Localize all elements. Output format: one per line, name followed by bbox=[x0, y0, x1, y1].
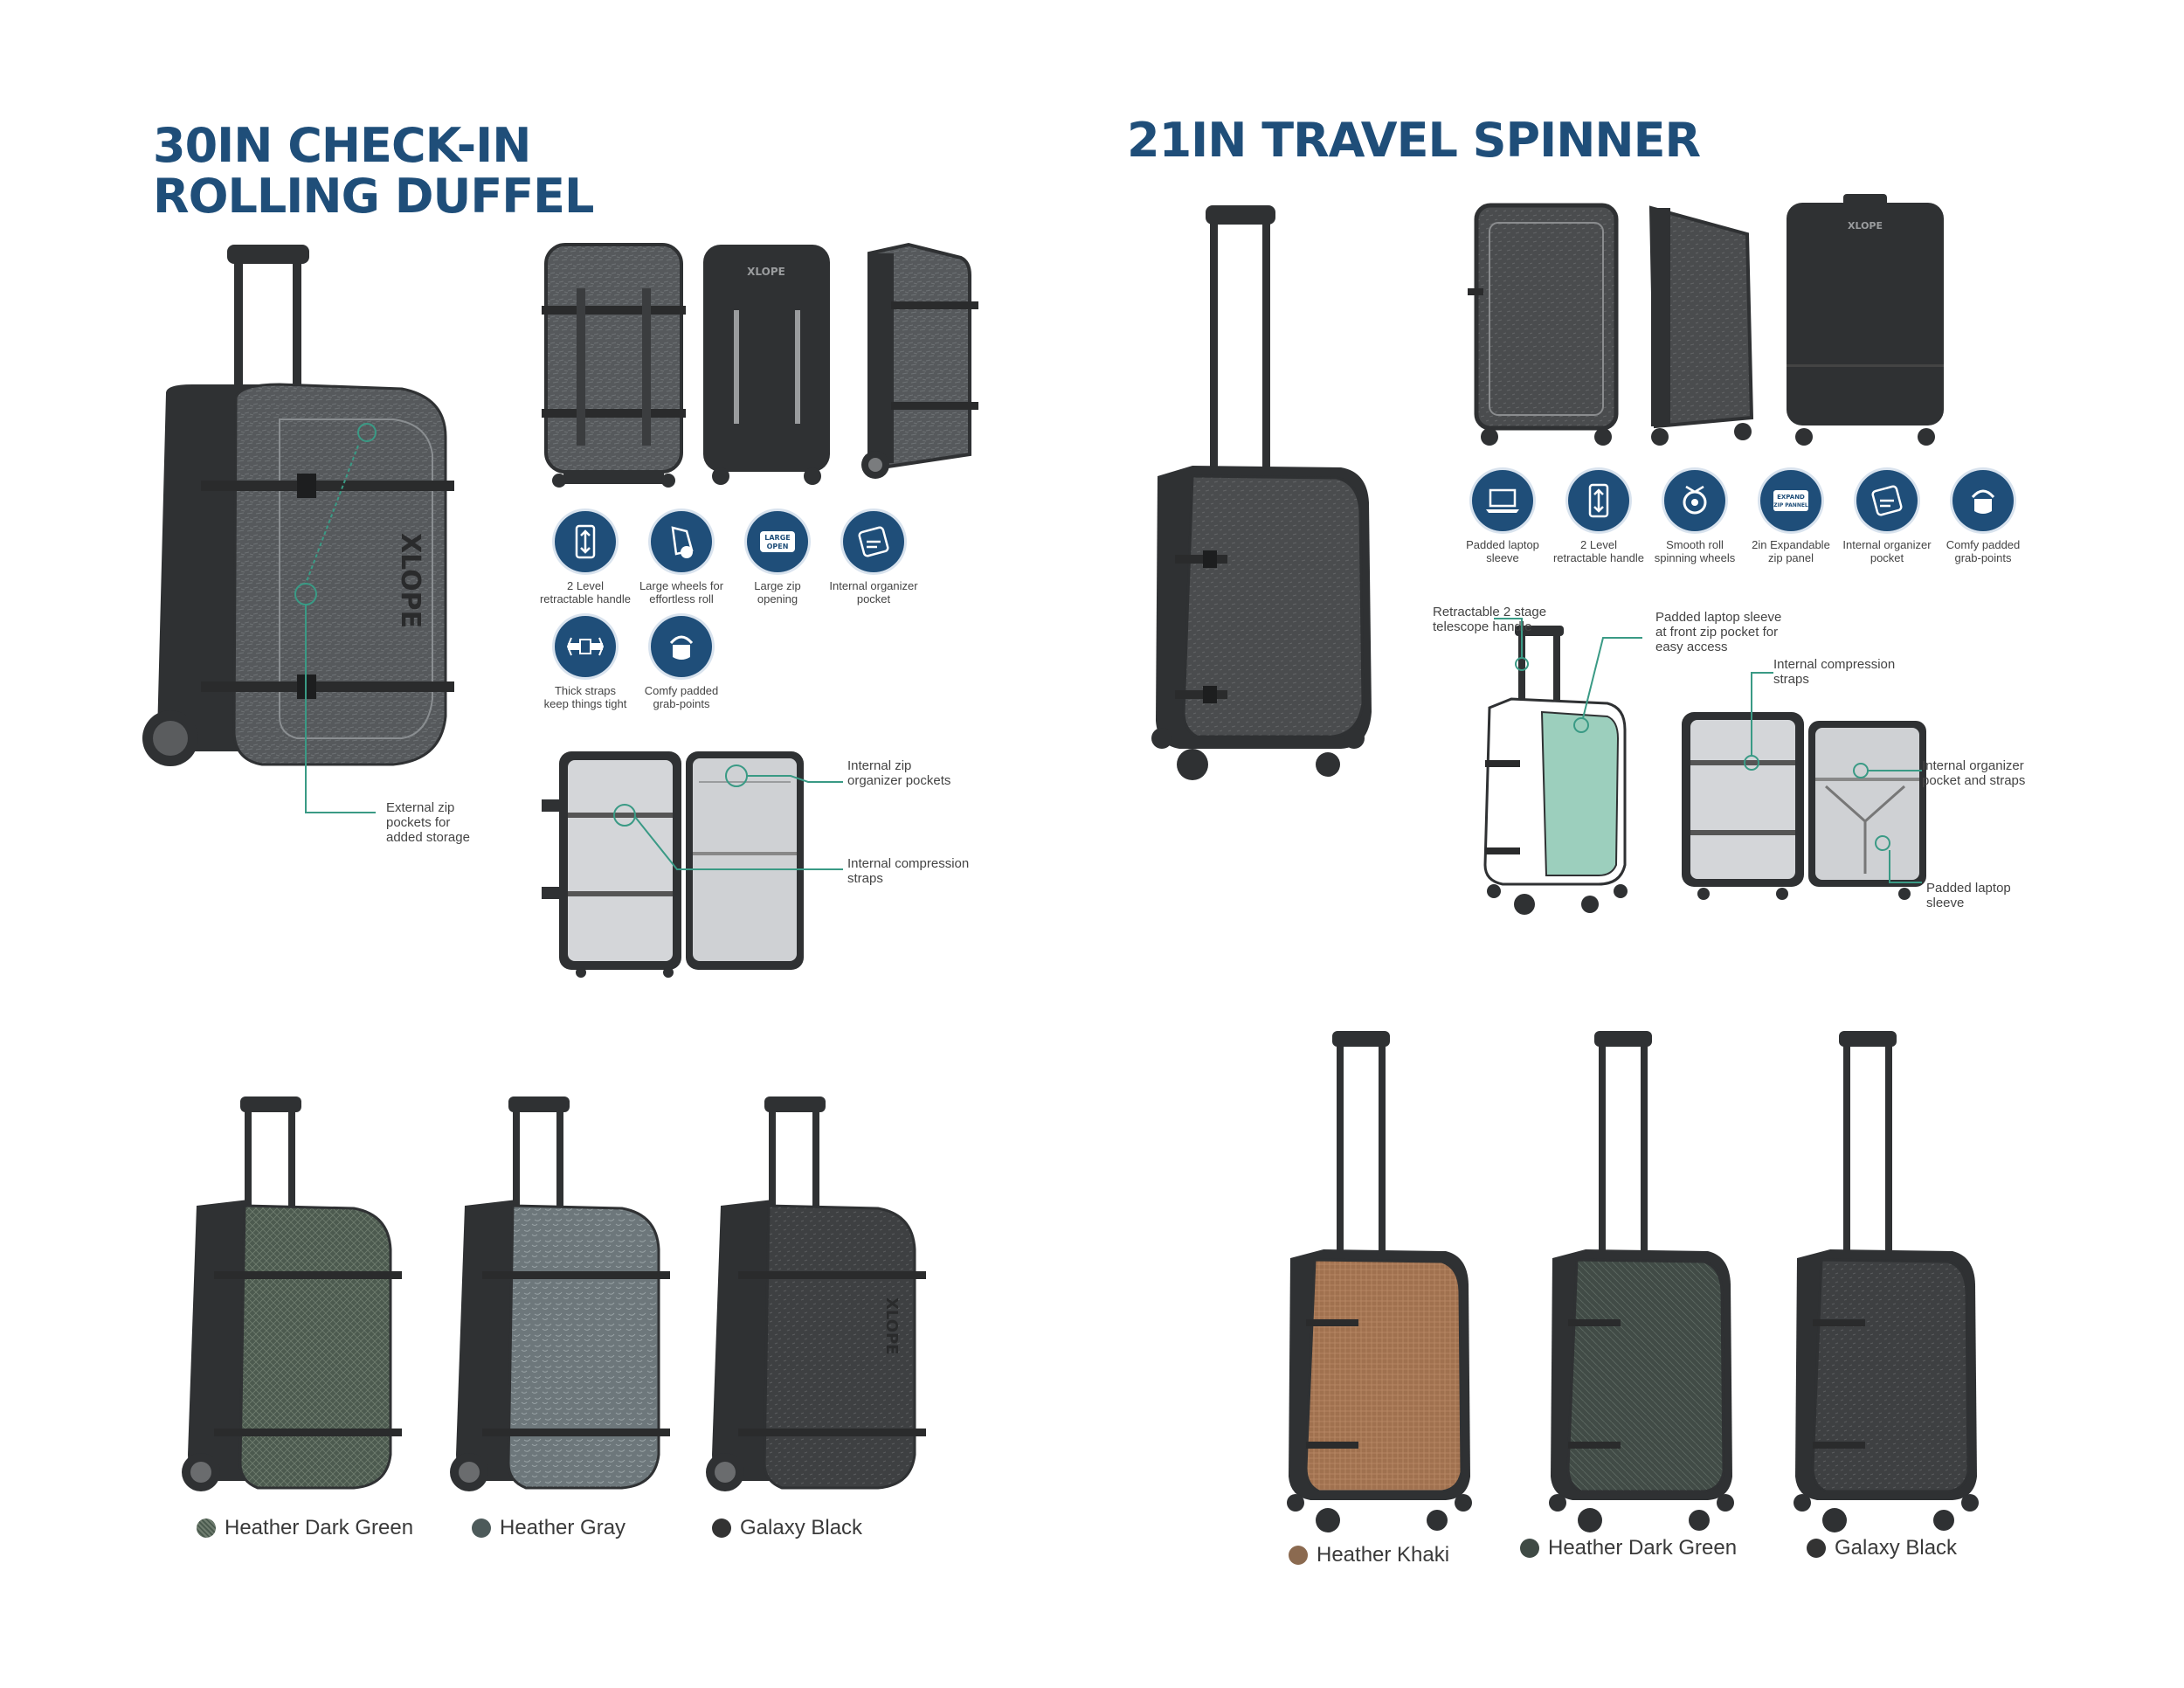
duffel-variant-heather-gray bbox=[450, 1097, 670, 1491]
organizer-pocket-icon bbox=[1856, 470, 1918, 531]
duffel-side-view bbox=[861, 242, 978, 479]
right-feature-6-label: Comfy padded grab-points bbox=[1946, 538, 2021, 564]
left-swatch-2-label: Heather Gray bbox=[500, 1516, 626, 1539]
left-feature-6-label: Comfy padded grab-points bbox=[644, 684, 719, 710]
right-swatch-1-label: Heather Khaki bbox=[1317, 1543, 1450, 1567]
callout-right-compression: Internal compression straps bbox=[1773, 657, 1896, 687]
left-swatch-1[interactable]: Heather Dark Green bbox=[197, 1516, 413, 1540]
swatch-dot-heather-khaki bbox=[1289, 1546, 1308, 1565]
retractable-handle-icon bbox=[555, 511, 616, 572]
right-feature-2: 2 Level retractable handle bbox=[1538, 470, 1660, 564]
left-title-line2: ROLLING DUFFEL bbox=[153, 169, 594, 225]
left-swatch-1-label: Heather Dark Green bbox=[225, 1516, 414, 1539]
callout-external-pockets: External zip pockets for added storage bbox=[386, 800, 470, 845]
spinner-main-illustration bbox=[1151, 205, 1372, 780]
left-feature-1: 2 Level retractable handle bbox=[524, 511, 646, 605]
svg-text:XLOPE: XLOPE bbox=[1848, 220, 1883, 232]
right-feature-1: Padded laptop sleeve bbox=[1441, 470, 1564, 564]
spinner-variant-dark-green bbox=[1549, 1031, 1734, 1532]
right-swatch-1[interactable]: Heather Khaki bbox=[1289, 1543, 1449, 1567]
right-feature-2-label: 2 Level retractable handle bbox=[1552, 538, 1645, 564]
svg-text:EXPAND: EXPAND bbox=[1777, 494, 1805, 501]
callout-right-organizer: Internal organizer pocket and straps bbox=[1922, 758, 2026, 788]
left-feature-4: Internal organizer pocket bbox=[812, 511, 935, 605]
left-feature-4-label: Internal organizer pocket bbox=[829, 579, 918, 605]
right-swatch-2-label: Heather Dark Green bbox=[1548, 1536, 1738, 1560]
right-feature-3-label: Smooth roll spinning wheels bbox=[1654, 538, 1736, 564]
callout-front-laptop-sleeve: Padded laptop sleeve at front zip pocket… bbox=[1655, 610, 1782, 654]
left-feature-5-label: Thick straps keep things tight bbox=[543, 684, 627, 710]
thick-straps-icon bbox=[555, 616, 616, 677]
svg-text:XLOPE: XLOPE bbox=[747, 266, 785, 278]
spinner-side-view bbox=[1648, 205, 1754, 446]
spinner-back-view: XLOPE bbox=[1787, 194, 1944, 446]
left-title-line1: 30IN CHECK-IN bbox=[153, 118, 531, 173]
large-wheel-icon bbox=[651, 511, 712, 572]
svg-text:OPEN: OPEN bbox=[767, 543, 789, 550]
duffel-open-illustration bbox=[542, 751, 843, 978]
spinning-wheel-icon bbox=[1664, 470, 1725, 531]
callout-right-laptop-sleeve: Padded laptop sleeve bbox=[1926, 881, 2011, 910]
duffel-main-illustration: XLOPE bbox=[142, 245, 454, 813]
spinner-open-callout-lines bbox=[1751, 672, 1922, 883]
laptop-icon bbox=[1472, 470, 1533, 531]
duffel-variant-dark-green bbox=[182, 1097, 402, 1491]
left-feature-2: Large wheels for effortless roll bbox=[620, 511, 743, 605]
swatch-dot-galaxy-black bbox=[1807, 1539, 1826, 1558]
left-feature-1-label: 2 Level retractable handle bbox=[539, 579, 632, 605]
right-swatch-3-label: Galaxy Black bbox=[1835, 1536, 1958, 1560]
swatch-dot-heather-dark-green bbox=[197, 1519, 216, 1538]
duffel-front-view bbox=[542, 243, 686, 488]
duffel-brand-text: XLOPE bbox=[395, 533, 425, 628]
right-product-title: 21IN TRAVEL SPINNER bbox=[1127, 113, 1701, 168]
spinner-front-view bbox=[1468, 203, 1619, 446]
svg-text:LARGE: LARGE bbox=[764, 534, 790, 542]
right-feature-1-label: Padded laptop sleeve bbox=[1466, 538, 1539, 564]
callout-left-compression: Internal compression straps bbox=[847, 856, 970, 886]
svg-text:XLOPE: XLOPE bbox=[882, 1297, 901, 1355]
grab-points-icon bbox=[1952, 470, 2014, 531]
left-swatch-3-label: Galaxy Black bbox=[740, 1516, 863, 1539]
callout-internal-zip: Internal zip organizer pockets bbox=[847, 758, 951, 788]
spinner-open-illustration bbox=[1682, 712, 1926, 900]
right-feature-6: Comfy padded grab-points bbox=[1922, 470, 2044, 564]
duffel-back-view: XLOPE bbox=[703, 245, 830, 485]
left-product-title: 30IN CHECK-IN ROLLING DUFFEL bbox=[153, 118, 594, 225]
swatch-dot-heather-dark-green bbox=[1520, 1539, 1539, 1558]
right-feature-3: Smooth roll spinning wheels bbox=[1634, 470, 1756, 564]
left-feature-5: Thick straps keep things tight bbox=[524, 616, 646, 710]
right-feature-5-label: Internal organizer pocket bbox=[1842, 538, 1932, 564]
grab-points-icon bbox=[651, 616, 712, 677]
right-feature-4-label: 2in Expandable zip panel bbox=[1752, 538, 1830, 564]
spinner-cutaway-illustration bbox=[1483, 626, 1628, 915]
spinner-variant-galaxy-black bbox=[1794, 1031, 1979, 1532]
duffel-variant-galaxy-black: XLOPE bbox=[706, 1097, 926, 1491]
swatch-dot-heather-gray bbox=[472, 1519, 491, 1538]
swatch-dot-galaxy-black bbox=[712, 1519, 731, 1538]
callout-telescope-handle: Retractable 2 stage telescope handle bbox=[1433, 605, 1547, 634]
right-swatch-2[interactable]: Heather Dark Green bbox=[1520, 1536, 1737, 1560]
retractable-handle-icon bbox=[1568, 470, 1629, 531]
left-feature-3-label: Large zip opening bbox=[754, 579, 801, 605]
left-swatch-3[interactable]: Galaxy Black bbox=[712, 1516, 862, 1540]
spinner-callout-lines bbox=[1494, 618, 1642, 719]
left-feature-2-label: Large wheels for effortless roll bbox=[639, 579, 724, 605]
right-swatch-3[interactable]: Galaxy Black bbox=[1807, 1536, 1957, 1560]
spinner-variant-khaki bbox=[1287, 1031, 1472, 1532]
left-swatch-2[interactable]: Heather Gray bbox=[472, 1516, 625, 1540]
svg-text:ZIP PANNEL: ZIP PANNEL bbox=[1773, 502, 1808, 508]
right-feature-5: Internal organizer pocket bbox=[1826, 470, 1948, 564]
organizer-pocket-icon bbox=[843, 511, 904, 572]
left-feature-6: Comfy padded grab-points bbox=[620, 616, 743, 710]
